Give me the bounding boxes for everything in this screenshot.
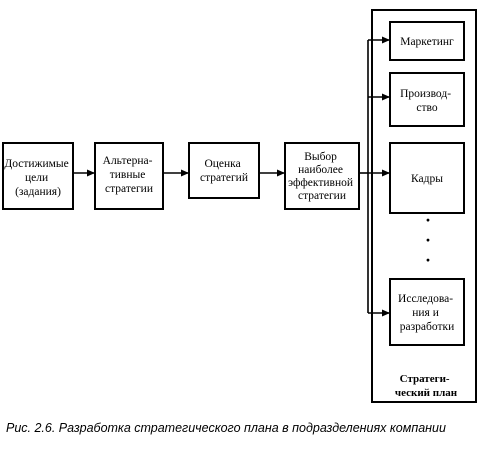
- step-box-goals: [2, 142, 74, 210]
- step-box-alternatives: [94, 142, 164, 210]
- step-label-evaluation: Оценка стратегий: [200, 158, 248, 184]
- dept-box-personnel: [389, 142, 465, 214]
- ellipsis-dot-3: ·: [425, 250, 431, 270]
- strategic-plan-frame: [371, 9, 477, 403]
- step-box-selection: [284, 142, 360, 210]
- step-label-selection: Выбор наиболее эффективной стратегии: [288, 151, 356, 202]
- dept-box-production: [389, 72, 465, 127]
- step-label-alternatives: Альтерна- тивные стратегии: [103, 155, 156, 195]
- dept-label-personnel: Кадры: [411, 173, 443, 185]
- dept-label-research: Исследова- ния и разработки: [398, 293, 456, 333]
- dept-box-research: [389, 278, 465, 346]
- dept-box-marketing: [389, 21, 465, 61]
- ellipsis-dot-1: ·: [425, 210, 431, 230]
- step-box-evaluation: [188, 142, 260, 199]
- dept-label-marketing: Маркетинг: [400, 36, 454, 48]
- dept-label-production: Производ- ство: [400, 88, 454, 114]
- step-label-goals: Достижимые цели (задания): [4, 158, 71, 198]
- figure-caption: Рис. 2.6. Разработка стратегического пла…: [6, 421, 446, 435]
- ellipsis-dot-2: ·: [425, 230, 431, 250]
- strategic-plan-label: Стратеги- ческий план: [395, 373, 458, 399]
